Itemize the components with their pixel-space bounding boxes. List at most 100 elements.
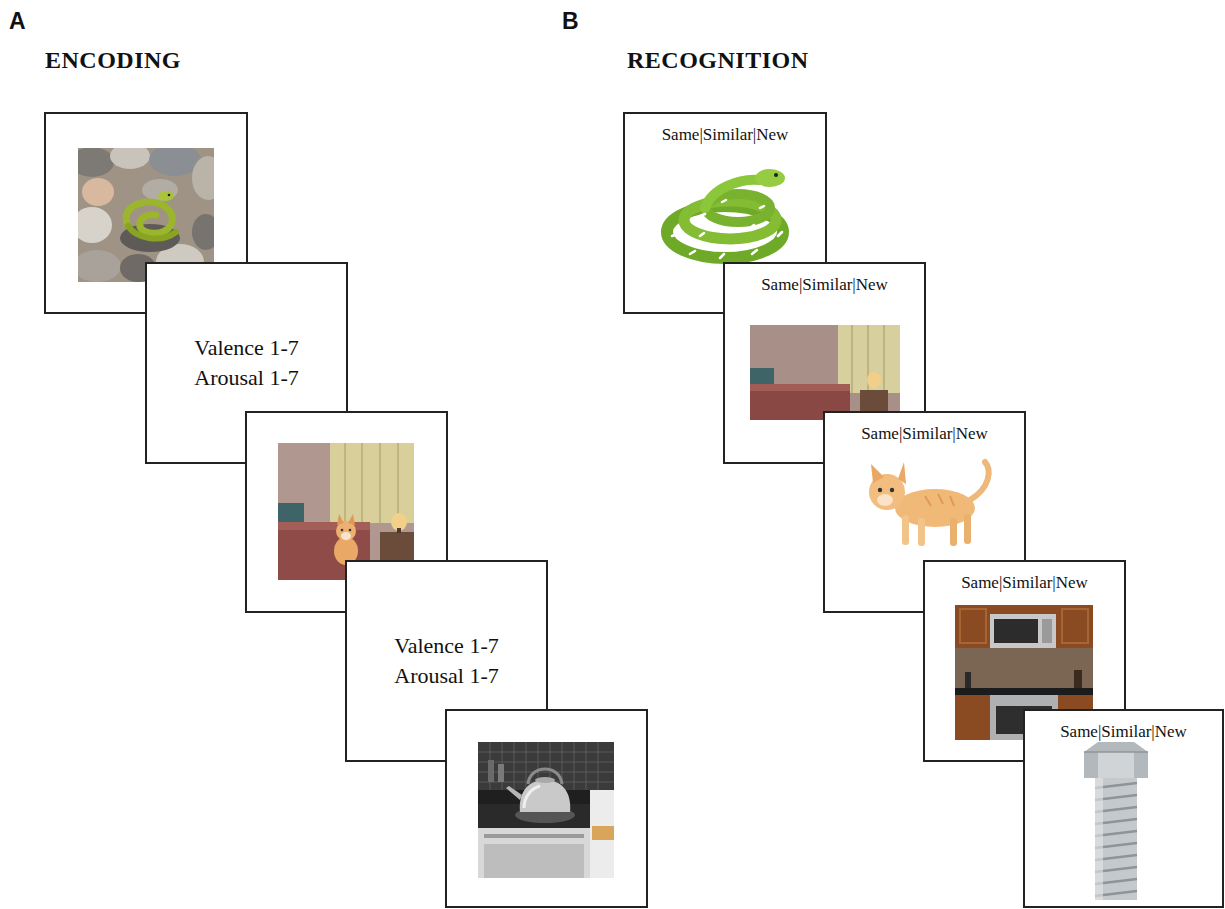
kettle-stove-photo — [506, 786, 522, 800]
bolt-photo — [1098, 752, 1134, 778]
kitten-photo — [878, 488, 882, 492]
kitten-photo — [890, 488, 894, 492]
kitchen-photo — [955, 605, 1093, 647]
kitchen-photo — [955, 648, 1093, 688]
kitchen-photo — [1074, 670, 1082, 688]
kitten-photo — [871, 464, 884, 483]
kettle-stove-photo — [520, 780, 570, 812]
rocks-snake-photo — [82, 178, 114, 206]
bedroom-kitten-photo — [397, 443, 399, 523]
card-text: Same|Similar|New — [961, 573, 1088, 593]
snake-photo — [672, 200, 782, 258]
image-card — [446, 710, 647, 907]
image-card — [446, 710, 647, 907]
kitten-photo — [925, 494, 954, 506]
panel-letter: A — [9, 9, 26, 34]
kettle-stove-photo — [478, 742, 614, 878]
bedroom-kitten-photo — [397, 528, 401, 533]
kettle-stove-photo — [484, 844, 584, 878]
card-frame — [1024, 710, 1223, 907]
bedroom-kitten-photo — [330, 443, 414, 523]
rating-card: Valence 1-7Arousal 1-7 — [146, 263, 347, 463]
kitten-photo — [898, 462, 906, 484]
rocks-snake-photo — [168, 194, 171, 197]
rocks-snake-photo — [192, 214, 214, 250]
bedroom-kitten-photo — [341, 529, 344, 532]
kitchen-photo — [1062, 609, 1088, 643]
bedroom-kitten-photo — [380, 532, 414, 562]
snake-photo — [755, 169, 785, 187]
bedroom-kitten-photo — [379, 443, 381, 523]
bedroom-kitten-photo — [349, 529, 352, 532]
kettle-stove-photo — [498, 764, 504, 782]
rocks-snake-photo — [192, 156, 214, 200]
kettle-stove-photo — [590, 790, 614, 878]
snake-photo — [667, 169, 785, 258]
kitchen-photo — [990, 614, 1056, 648]
bedroom-photo — [750, 384, 850, 391]
panel-letter: B — [562, 9, 579, 34]
bolt-photo — [1095, 776, 1103, 900]
kitten-photo — [964, 514, 971, 544]
snake-photo — [705, 180, 760, 208]
bedroom-kitten-photo — [348, 514, 355, 525]
kitchen-photo — [965, 672, 971, 688]
kitten-photo — [950, 518, 957, 546]
kettle-stove-photo — [592, 826, 614, 840]
card-text: Valence 1-7 — [194, 333, 298, 363]
bolt-photo — [1095, 776, 1137, 900]
bedroom-kitten-photo — [337, 514, 344, 525]
bedroom-photo — [750, 325, 900, 420]
kitchen-photo — [955, 695, 990, 740]
kettle-stove-photo — [478, 828, 590, 878]
kitchen-photo — [994, 619, 1038, 643]
rating-card: Valence 1-7Arousal 1-7 — [346, 561, 547, 761]
kitten-photo — [970, 462, 989, 500]
kettle-stove-photo — [528, 769, 562, 784]
kettle-stove-photo — [484, 834, 584, 838]
rocks-snake-photo — [142, 179, 178, 201]
card-text: Same|Similar|New — [1060, 722, 1187, 742]
kitten-photo — [902, 515, 909, 545]
bedroom-kitten-photo — [361, 443, 363, 523]
card-text: Same|Similar|New — [861, 424, 988, 444]
rocks-snake-photo — [78, 148, 114, 177]
kettle-stove-photo — [524, 786, 540, 808]
card-text: Arousal 1-7 — [194, 363, 298, 393]
card-text: Same|Similar|New — [662, 125, 789, 145]
panel-heading: RECOGNITION — [627, 47, 809, 73]
kitten-photo — [877, 494, 893, 506]
bedroom-photo — [838, 325, 900, 393]
rocks-snake-photo — [128, 226, 176, 239]
rocks-snake-photo — [78, 250, 121, 282]
kitchen-photo — [955, 688, 1093, 695]
card-text: Arousal 1-7 — [394, 661, 498, 691]
rocks-snake-photo — [78, 207, 112, 243]
bedroom-kitten-photo — [278, 443, 414, 580]
kitten-photo — [869, 462, 989, 546]
rocks-snake-photo — [110, 148, 150, 169]
kettle-stove-photo — [478, 742, 614, 878]
bedroom-kitten-photo — [278, 443, 414, 580]
bedroom-photo — [867, 372, 881, 388]
kettle-stove-photo — [488, 760, 494, 782]
test-card: Same|Similar|New — [1024, 710, 1223, 907]
bedroom-kitten-photo — [344, 443, 346, 523]
bedroom-photo — [883, 325, 885, 393]
bolt-photo — [1084, 751, 1148, 753]
rocks-snake-photo — [78, 148, 214, 282]
rocks-snake-photo — [158, 191, 174, 201]
bedroom-photo — [851, 325, 853, 393]
bedroom-kitten-photo — [278, 522, 370, 530]
kettle-stove-photo — [535, 777, 555, 783]
panel-heading: ENCODING — [45, 47, 181, 73]
kitten-photo — [918, 518, 925, 546]
kitchen-photo — [960, 609, 986, 643]
kitchen-photo — [1042, 619, 1052, 643]
card-text: Same|Similar|New — [761, 275, 888, 295]
bedroom-photo — [750, 325, 900, 420]
test-card — [1024, 710, 1223, 907]
bolt-photo — [1084, 742, 1148, 900]
